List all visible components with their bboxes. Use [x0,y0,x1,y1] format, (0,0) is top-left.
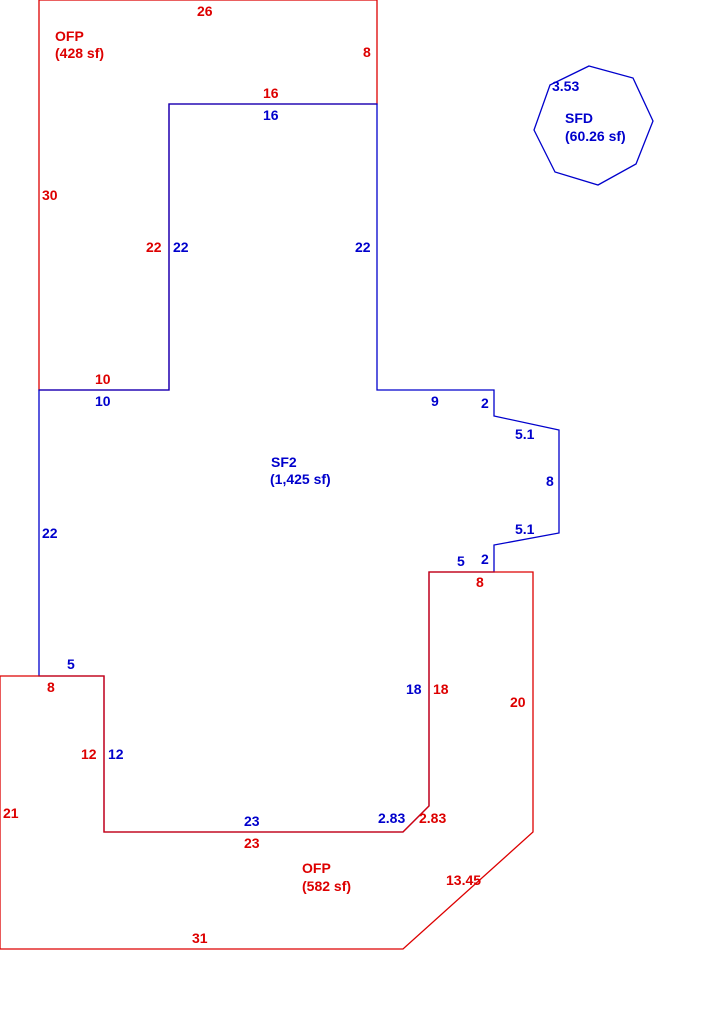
dim-ofp-top-inner-side: 22 [146,239,162,255]
dim-sf2-ledge: 10 [95,393,111,409]
dim-sf2-chamfer: 2.83 [378,810,405,826]
dim-sf2-left: 22 [42,525,58,541]
dim-ofp-bottom-chamfer-outer: 13.45 [446,872,481,888]
ofp-top-name: OFP [55,28,84,44]
dim-ofp-top-top: 26 [197,3,213,19]
dim-ofp-bottom-right: 20 [510,694,526,710]
dim-sf2-bottom: 23 [244,813,260,829]
sf2-outline [38,103,560,833]
sf2-name: SF2 [271,454,297,470]
dim-sf2-inner-right: 18 [406,681,422,697]
ofp-top-area: (428 sf) [55,45,104,61]
dim-ofp-top-inner-top: 16 [263,85,279,101]
dim-ofp-top-left: 30 [42,187,58,203]
dim-sf2-right: 8 [546,473,554,489]
dim-ofp-bottom-inner-right: 18 [433,681,449,697]
dim-ofp-bottom-chamfer-inner: 2.83 [419,810,446,826]
dim-sf2-jog-bottom: 2 [481,551,489,567]
ofp-bottom-outline [0,571,534,950]
sfd-area: (60.26 sf) [565,128,626,144]
dim-ofp-bottom-top-left: 8 [47,679,55,695]
sf2-area: (1,425 sf) [270,471,331,487]
sfd-outline [533,65,654,186]
dim-ofp-bottom-bottom: 31 [192,930,208,946]
dim-ofp-bottom-top-right: 8 [476,574,484,590]
dim-sf2-left-upper: 22 [173,239,189,255]
ofp-bottom-name: OFP [302,860,331,876]
dim-ofp-bottom-inner-bottom: 23 [244,835,260,851]
dim-sf2-inner-left: 12 [108,746,124,762]
dim-sf2-diag-top: 5.1 [515,426,535,442]
dim-sf2-right-upper: 22 [355,239,371,255]
dim-ofp-bottom-inner-left: 12 [81,746,97,762]
dim-sf2-step-bottom: 5 [457,553,465,569]
dim-ofp-top-right: 8 [363,44,371,60]
dim-sfd-side: 3.53 [552,78,579,94]
ofp-bottom-area: (582 sf) [302,878,351,894]
dim-sf2-bottom-step: 5 [67,656,75,672]
dim-sf2-step-top: 9 [431,393,439,409]
dim-ofp-top-bottom: 10 [95,371,111,387]
dim-sf2-top: 16 [263,107,279,123]
dim-sf2-jog-top: 2 [481,395,489,411]
dim-ofp-bottom-left: 21 [3,805,19,821]
sfd-name: SFD [565,110,593,126]
dim-sf2-diag-bottom: 5.1 [515,521,535,537]
